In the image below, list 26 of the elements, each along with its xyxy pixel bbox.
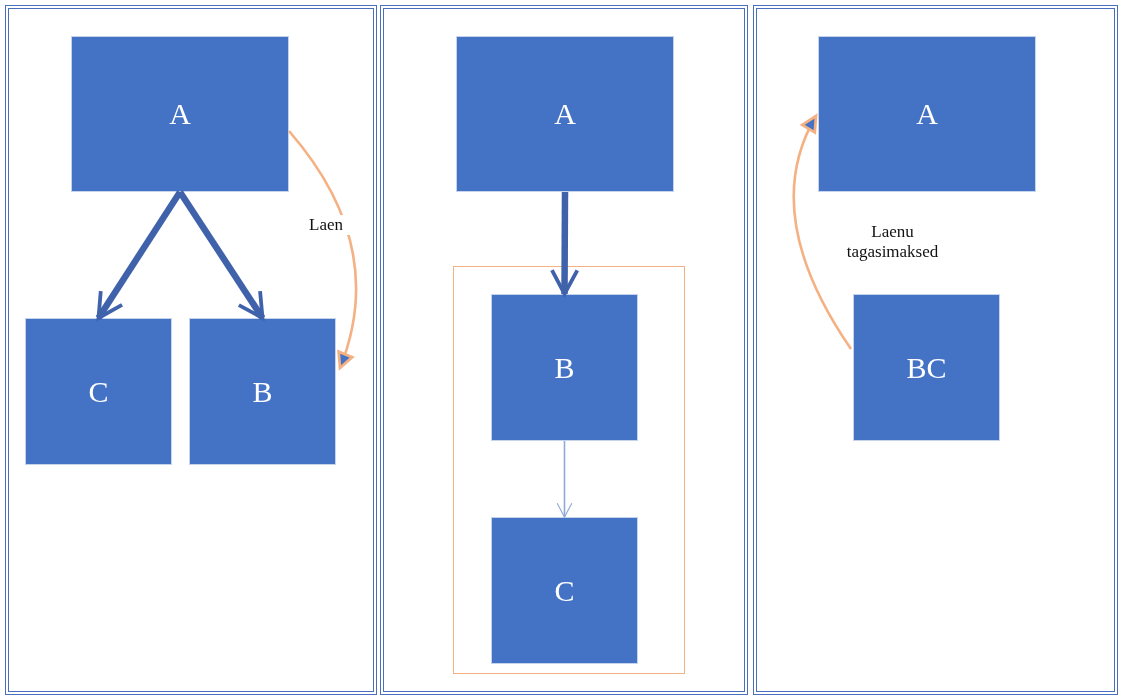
box-label: B [554,350,575,385]
box-label: A [169,97,191,131]
arrow [177,190,266,320]
group-frame [453,266,685,674]
box-label: A [916,97,938,131]
box-label: C [88,374,109,409]
process-box [491,294,638,441]
process-box [189,318,336,465]
arrow [288,130,358,370]
panel-box [380,5,748,695]
process-box [456,36,674,192]
box-label: C [554,573,575,608]
process-box [853,294,1000,441]
arrow [550,192,580,296]
box-label: A [554,97,576,131]
panel-box [753,5,1118,695]
process-box [71,36,289,192]
panel-box [5,5,377,695]
process-box [818,36,1036,192]
arrow [792,114,853,350]
process-box [491,517,638,664]
process-box [25,318,172,465]
arrow [556,440,573,518]
box-label: BC [906,350,947,385]
box-label: B [252,374,273,409]
arrow [95,190,183,320]
